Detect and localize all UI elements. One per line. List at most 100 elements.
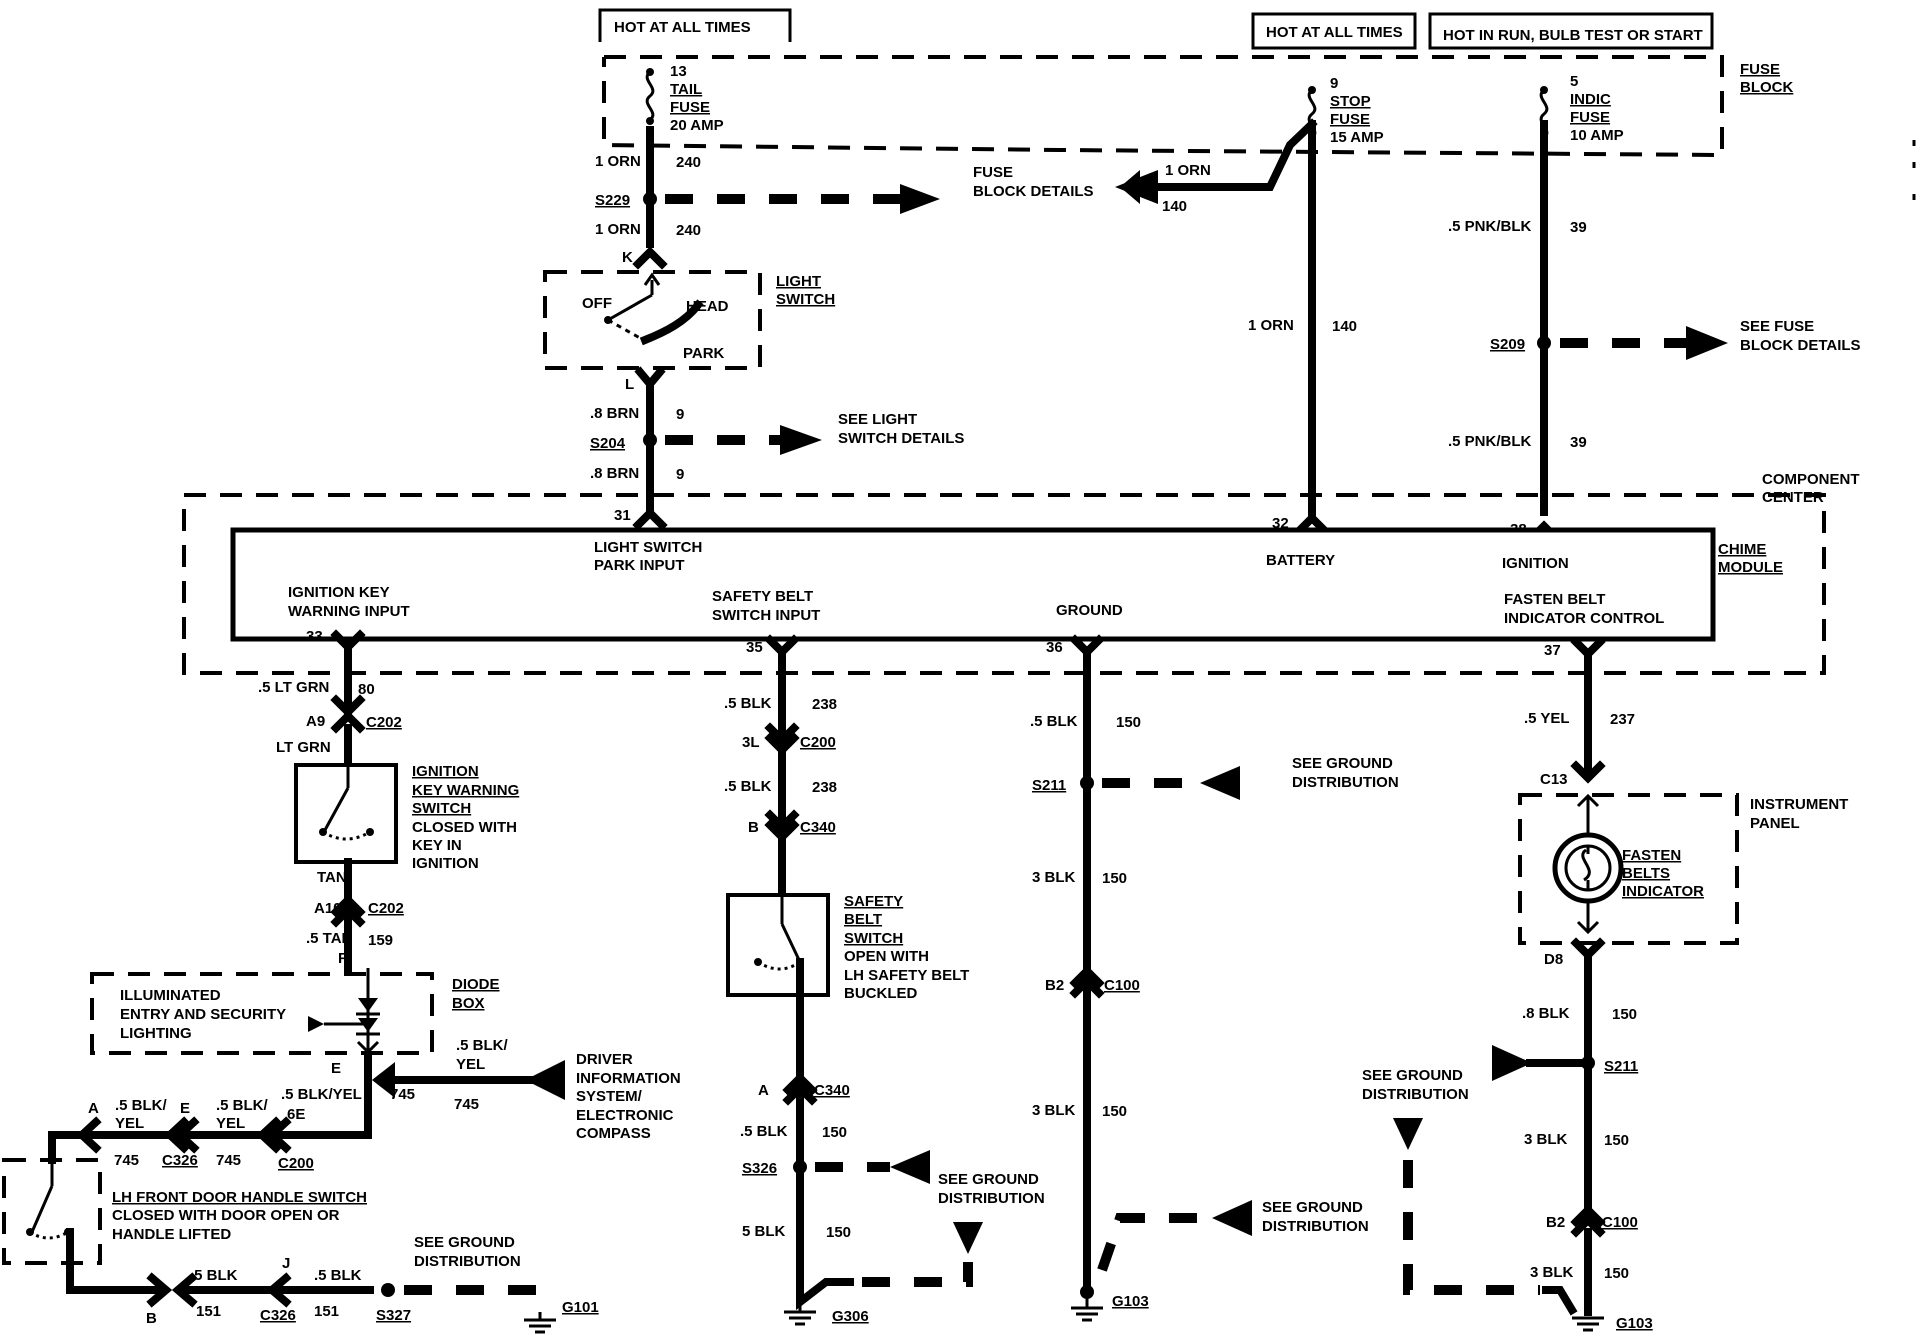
svg-text:IGNITION: IGNITION — [412, 855, 479, 872]
svg-text:COMPASS: COMPASS — [576, 1125, 651, 1142]
svg-text:BOX: BOX — [452, 995, 485, 1012]
circuit-number: 745 — [390, 1086, 415, 1103]
circuit-number: 237 — [1610, 711, 1635, 728]
svg-text:BLOCK DETAILS: BLOCK DETAILS — [1740, 337, 1861, 354]
see-fuse-block-details-ref: SEE FUSE — [1740, 318, 1814, 335]
arrow-icon — [900, 184, 940, 214]
wire-label: .5 BLK — [724, 695, 772, 712]
svg-text:BUCKLED: BUCKLED — [844, 985, 917, 1002]
splice-label: S327 — [376, 1307, 411, 1324]
connector-label: C202 — [366, 714, 402, 731]
switch-blade — [607, 293, 653, 322]
circuit-number: 745 — [114, 1152, 139, 1169]
circuit-number: 151 — [196, 1303, 221, 1320]
wire-label: 1 ORN — [595, 221, 641, 238]
svg-text:FUSE: FUSE — [1330, 111, 1370, 128]
splice-label: S211 — [1032, 777, 1066, 794]
svg-text:FUSE: FUSE — [1570, 109, 1610, 126]
connector-pin: B — [748, 819, 759, 836]
connector-pin: D8 — [1544, 951, 1563, 968]
wire-label: .5 TAN — [306, 930, 352, 947]
fasten-belts-indicator-label: FASTEN — [1622, 847, 1681, 864]
connector-pin: B2 — [1546, 1214, 1565, 1231]
arrow-icon — [1393, 1118, 1423, 1150]
component-center-label: COMPONENT — [1762, 471, 1860, 488]
door-switch-label: LH FRONT DOOR HANDLE SWITCH — [112, 1189, 367, 1206]
svg-text:SWITCH: SWITCH — [412, 800, 471, 817]
indic-fuse-number: 5 — [1570, 73, 1578, 90]
wire-label: .5 BLK — [314, 1267, 362, 1284]
diode-box-label: DIODE — [452, 976, 500, 993]
connector-label: C326 — [162, 1152, 198, 1169]
circuit-number: 150 — [1116, 714, 1141, 731]
circuit-number: 150 — [822, 1124, 847, 1141]
svg-text:15 AMP: 15 AMP — [1330, 129, 1384, 146]
circuit-number: 150 — [1102, 870, 1127, 887]
safety-belt-switch-input-label: SAFETY BELT — [712, 588, 813, 605]
ignition-input-label: IGNITION — [1502, 555, 1569, 572]
wire-label: 3 BLK — [1530, 1264, 1574, 1281]
connector-pin: K — [622, 249, 633, 266]
wire-label: .5 BLK/ — [216, 1097, 269, 1114]
wire-label: .5 BLK — [740, 1123, 788, 1140]
svg-text:HANDLE LIFTED: HANDLE LIFTED — [112, 1226, 231, 1243]
wire-label: .5 BLK/ — [456, 1037, 509, 1054]
door-switch-circuit: DRIVER INFORMATION SYSTEM/ ELECTRONIC CO… — [2, 1037, 681, 1334]
tail-fuse-symbol — [645, 70, 655, 122]
fuse-block-details-ref: FUSE — [973, 164, 1013, 181]
splice-label: S204 — [590, 435, 626, 452]
connector-pin: B — [146, 1310, 157, 1327]
svg-text:INDICATOR CONTROL: INDICATOR CONTROL — [1504, 610, 1664, 627]
splice-s204 — [643, 433, 657, 447]
instrument-panel-label: INSTRUMENT — [1750, 796, 1848, 813]
connector-label: C326 — [260, 1307, 296, 1324]
pin-number: 31 — [614, 507, 631, 524]
wire-label: .5 BLK — [190, 1267, 238, 1284]
illuminated-entry-label: ILLUMINATED — [120, 987, 221, 1004]
wire-label: .5 PNK/BLK — [1448, 433, 1532, 450]
wire-label: .8 BRN — [590, 465, 639, 482]
wire-label: 3 BLK — [1032, 1102, 1076, 1119]
svg-text:DISTRIBUTION: DISTRIBUTION — [414, 1253, 521, 1270]
wire-label: .5 LT GRN — [258, 679, 329, 696]
circuit-number: 159 — [368, 932, 393, 949]
circuit-number: 9 — [676, 406, 684, 423]
connector-pin: A — [758, 1082, 769, 1099]
arrow-icon — [890, 1150, 930, 1184]
diode-box: DIODE BOX ILLUMINATED ENTRY AND SECURITY… — [90, 968, 500, 1077]
connector-pin: C13 — [1540, 771, 1568, 788]
circuit-number: 745 — [454, 1096, 479, 1113]
circuit-number: 238 — [812, 696, 837, 713]
wire-label: 5 BLK — [742, 1223, 786, 1240]
wire-label: .5 BLK/YEL — [281, 1086, 362, 1103]
see-light-switch-details-ref: SEE LIGHT — [838, 411, 917, 428]
ground-label: GROUND — [1056, 602, 1123, 619]
switch-position-head: HEAD — [686, 298, 729, 315]
wire-label: .8 BLK — [1522, 1005, 1570, 1022]
hot-at-all-times-label-2: HOT AT ALL TIMES — [1266, 24, 1403, 41]
diode-icon — [358, 998, 378, 1012]
svg-text:ELECTRONIC: ELECTRONIC — [576, 1107, 674, 1124]
svg-text:DISTRIBUTION: DISTRIBUTION — [1362, 1086, 1469, 1103]
splice-s209 — [1537, 336, 1551, 350]
svg-text:KEY IN: KEY IN — [412, 837, 462, 854]
splice-s326 — [793, 1160, 807, 1174]
arrow-icon — [953, 1222, 983, 1254]
circuit-number: 140 — [1162, 198, 1187, 215]
circuit-number: 745 — [216, 1152, 241, 1169]
circuit-number: 150 — [1604, 1132, 1629, 1149]
circuit-number: 240 — [676, 222, 701, 239]
splice-s211-b — [1581, 1056, 1595, 1070]
connector-pin: E — [180, 1100, 190, 1117]
splice-s327 — [381, 1283, 395, 1297]
power-source-headers: HOT AT ALL TIMES HOT AT ALL TIMES HOT IN… — [598, 8, 1714, 50]
svg-text:PANEL: PANEL — [1750, 815, 1800, 832]
connector-label: C200 — [278, 1155, 314, 1172]
chime-module: CHIME MODULE LIGHT SWITCH PARK INPUT BAT… — [230, 527, 1783, 642]
circuit-number: 240 — [676, 154, 701, 171]
battery-input-label: BATTERY — [1266, 552, 1335, 569]
wire-label: .8 BRN — [590, 405, 639, 422]
arrow-icon — [525, 1060, 565, 1100]
splice-s211 — [1080, 776, 1094, 790]
